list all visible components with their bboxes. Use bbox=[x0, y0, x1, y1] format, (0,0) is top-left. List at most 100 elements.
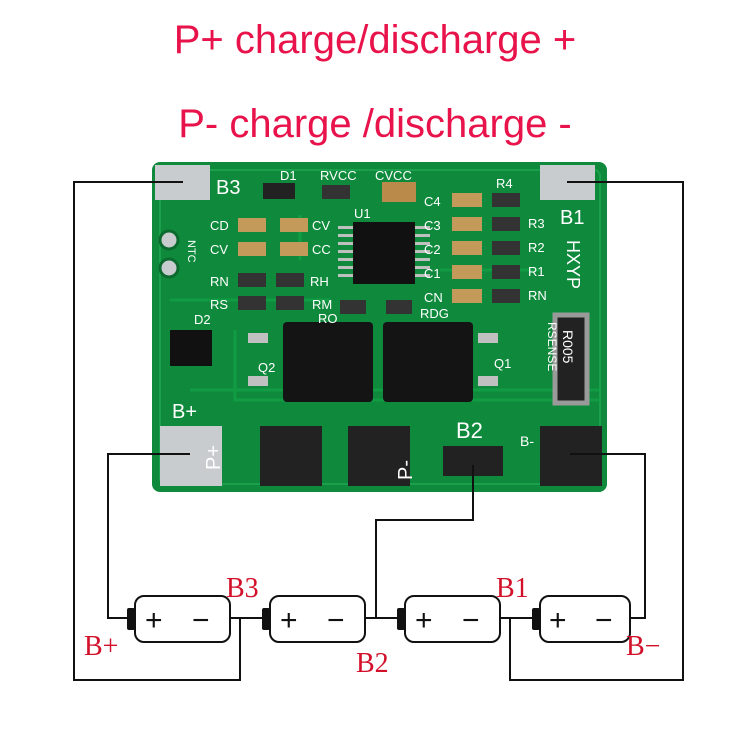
battery-cell-2: + − bbox=[262, 595, 366, 643]
silk-r1: R1 bbox=[528, 264, 545, 279]
battery-1-minus: − bbox=[192, 604, 210, 637]
silk-cv-left: CV bbox=[210, 242, 228, 257]
silk-rsense: RSENSE bbox=[545, 322, 559, 371]
silk-d1: D1 bbox=[280, 168, 297, 183]
silk-rn: RN bbox=[528, 288, 547, 303]
silk-rs: RS bbox=[210, 297, 228, 312]
pad-b-plus bbox=[160, 426, 222, 486]
silk-cn: CN bbox=[424, 290, 443, 305]
resistor-rn bbox=[492, 289, 520, 303]
mosfet-q1 bbox=[383, 322, 473, 402]
silk-b-plus: B+ bbox=[172, 401, 197, 423]
resistor-rn-left bbox=[238, 273, 266, 287]
silk-rn-left: RN bbox=[210, 274, 229, 289]
capacitor-cvcc bbox=[382, 182, 416, 202]
silk-d2: D2 bbox=[194, 312, 211, 327]
mosfet-tabs bbox=[248, 333, 498, 386]
headline-p-minus: P- charge /discharge - bbox=[178, 102, 572, 146]
silk-q2: Q2 bbox=[258, 360, 275, 375]
battery-2-plus: + bbox=[280, 604, 298, 637]
pcb-board: B3 B1 D1 RVCC CVCC R4 C4 C3 C2 C1 CN R3 … bbox=[152, 162, 607, 492]
capacitor-cv-mid bbox=[280, 218, 308, 232]
silk-cc: CC bbox=[312, 242, 331, 257]
battery-cell-4: + − bbox=[532, 595, 631, 643]
pad-p-plus bbox=[260, 426, 322, 486]
wiring-labels: B+ B3 B2 B1 B− bbox=[84, 573, 660, 679]
resistor-rvcc bbox=[322, 185, 350, 199]
silkscreen-labels: B3 B1 D1 RVCC CVCC R4 C4 C3 C2 C1 CN R3 … bbox=[172, 168, 584, 480]
silk-rdg: RDG bbox=[420, 306, 449, 321]
label-b2: B2 bbox=[356, 648, 389, 679]
battery-2-minus: − bbox=[327, 604, 345, 637]
mosfet-q2 bbox=[283, 322, 373, 402]
silk-cvcc: CVCC bbox=[375, 168, 412, 183]
diode-d2 bbox=[170, 330, 212, 366]
ntc-hole-2 bbox=[158, 257, 180, 279]
battery-3-minus: − bbox=[462, 604, 480, 637]
resistor-ro bbox=[340, 300, 366, 314]
resistor-rdg bbox=[386, 300, 412, 314]
ic-u1 bbox=[353, 222, 415, 284]
silk-c3: C3 bbox=[424, 218, 441, 233]
silk-c4: C4 bbox=[424, 194, 441, 209]
battery-pack: + − + − + − + − bbox=[127, 595, 631, 643]
silk-cd: CD bbox=[210, 218, 229, 233]
silk-hxyp: HXYP bbox=[563, 240, 583, 289]
ntc-hole-1 bbox=[158, 229, 180, 251]
capacitor-cn bbox=[452, 289, 482, 303]
capacitor-c1 bbox=[452, 265, 482, 279]
wire-b2 bbox=[375, 465, 474, 618]
silk-c1: C1 bbox=[424, 266, 441, 281]
wiring bbox=[73, 181, 684, 681]
resistor-rs bbox=[238, 296, 266, 310]
resistor-rh bbox=[276, 273, 304, 287]
silk-q1: Q1 bbox=[494, 356, 511, 371]
headline-p-plus: P+ charge/discharge + bbox=[173, 18, 577, 62]
silk-b-minus: B- bbox=[520, 433, 534, 449]
resistor-r3 bbox=[492, 217, 520, 231]
battery-3-plus: + bbox=[415, 604, 433, 637]
silk-u1: U1 bbox=[354, 206, 371, 221]
capacitor-cv-left bbox=[238, 242, 266, 256]
wire-b3 bbox=[73, 181, 241, 681]
capacitor-cd bbox=[238, 218, 266, 232]
silk-p-minus: P- bbox=[395, 460, 417, 480]
silk-p-plus: P+ bbox=[203, 445, 225, 470]
silk-ntc: NTC bbox=[185, 240, 197, 263]
label-b3: B3 bbox=[226, 573, 259, 604]
silk-rvcc: RVCC bbox=[320, 168, 357, 183]
silk-b1: B1 bbox=[560, 207, 584, 229]
capacitor-c3 bbox=[452, 217, 482, 231]
silk-b2: B2 bbox=[456, 418, 483, 443]
resistor-r1 bbox=[492, 265, 520, 279]
silk-shunt-value: R005 bbox=[560, 330, 576, 364]
resistor-r2 bbox=[492, 241, 520, 255]
battery-4-minus: − bbox=[595, 604, 613, 637]
wire-b1 bbox=[509, 181, 684, 681]
pad-b-minus bbox=[540, 426, 602, 486]
battery-1-plus: + bbox=[145, 604, 163, 637]
silk-rm: RM bbox=[312, 297, 332, 312]
silk-r2: R2 bbox=[528, 240, 545, 255]
wire-b-plus bbox=[107, 453, 190, 619]
silk-rh: RH bbox=[310, 274, 329, 289]
diode-d1 bbox=[263, 183, 295, 199]
silk-r4: R4 bbox=[496, 176, 513, 191]
resistor-rm bbox=[276, 296, 304, 310]
battery-cell-3: + − bbox=[397, 595, 501, 643]
wire-b-minus bbox=[570, 453, 646, 619]
shunt-rsense bbox=[552, 312, 590, 406]
battery-cell-1: + − bbox=[127, 595, 231, 643]
silk-r3: R3 bbox=[528, 216, 545, 231]
battery-4-plus: + bbox=[549, 604, 567, 637]
resistor-r4 bbox=[492, 193, 520, 207]
pad-p-minus bbox=[348, 426, 410, 486]
label-b1: B1 bbox=[496, 573, 529, 604]
capacitor-c4 bbox=[452, 193, 482, 207]
label-b-minus: B− bbox=[626, 631, 660, 662]
silk-ro: RO bbox=[318, 311, 338, 326]
smd-components bbox=[238, 182, 520, 314]
capacitor-c2 bbox=[452, 241, 482, 255]
capacitor-cc bbox=[280, 242, 308, 256]
